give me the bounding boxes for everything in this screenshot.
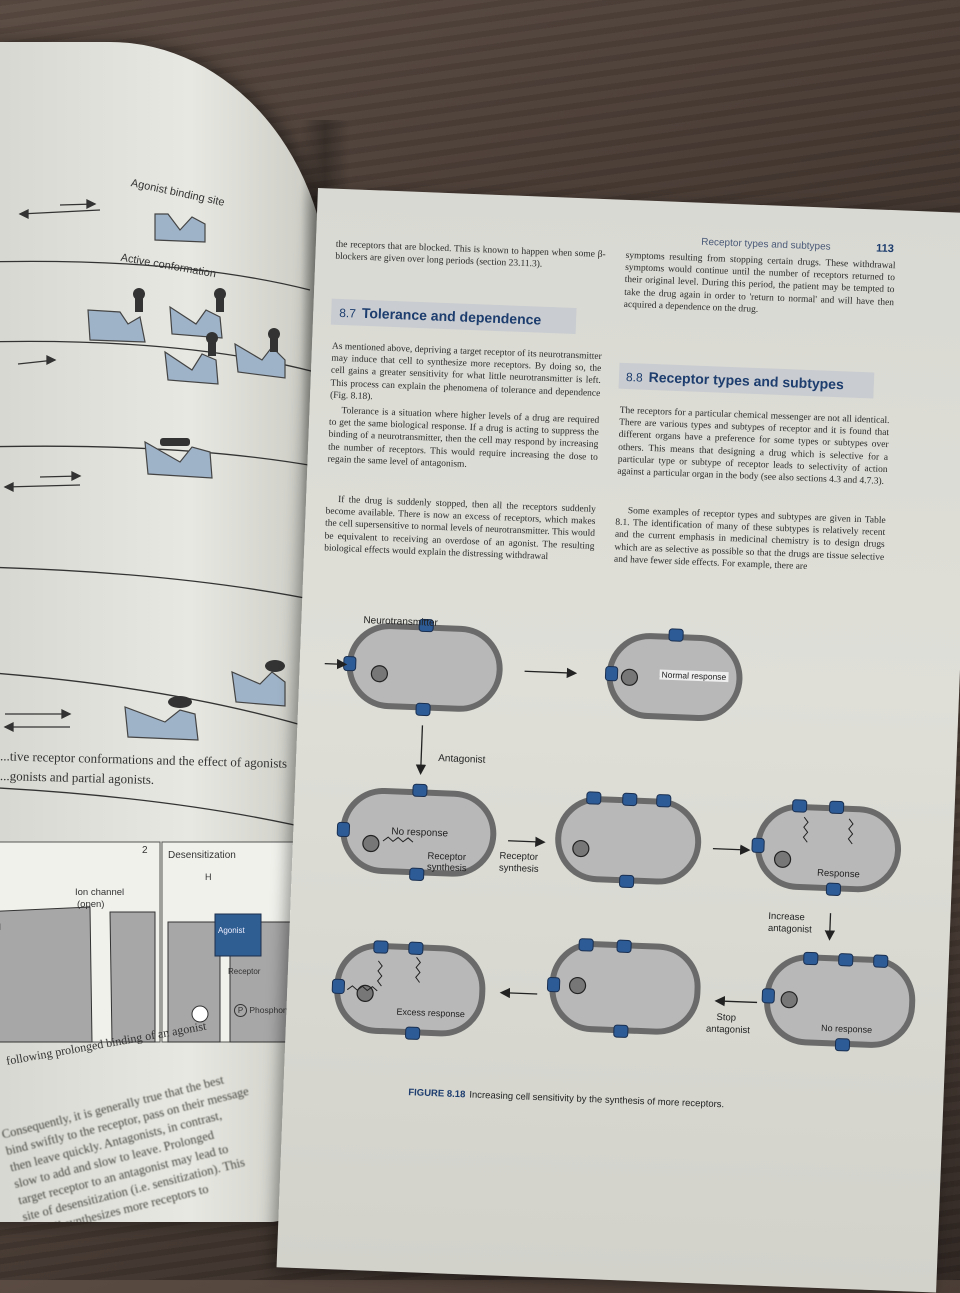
col1-intro: the receptors that are blocked. This is … [335,239,606,270]
response-label: Response [816,867,861,881]
stop-antagonist-label-1: Stop [716,1011,737,1024]
right-page: Receptor types and subtypes 113 the rece… [276,188,960,1293]
receptor-synthesis-arrow-label-2: synthesis [498,862,539,875]
fig-number-label: 2 [142,845,148,856]
separator-line [0,566,326,603]
col1-paragraph-2: Tolerance is a situation where higher le… [327,406,600,470]
receptor-label: Receptor [228,967,261,976]
cell-1 [346,623,503,712]
agonist-markers [133,288,285,708]
stop-antagonist-label-2: antagonist [705,1023,751,1037]
open-label: (open) [77,899,105,910]
section-8-7-number: 8.7 [338,305,357,321]
increase-antagonist-label-2: antagonist [767,922,812,936]
section-8-8-number: 8.8 [625,369,643,385]
col1-paragraph-1: As mentioned above, depriving a target r… [329,341,602,403]
col2-paragraph-1: The receptors for a particular chemical … [617,405,890,487]
increase-antagonist-label-1: Increase [768,910,805,924]
col2-intro: symptoms resulting from stopping certain… [623,250,896,315]
phosphorylation-text: Phosphorylation [249,1005,311,1015]
figure-caption-label: FIGURE 8.18 [408,1087,466,1101]
phosphorylation-label: P Phosphorylation [234,1004,310,1017]
running-head: Receptor types and subtypes [700,236,831,253]
equilibrium-arrows [3,198,101,733]
agonist-label: Agonist [218,926,245,935]
separator-line [0,445,321,468]
left-page-figure [0,198,326,1043]
no-response-label: No response [391,826,449,840]
receptor-synthesis-arrow-label-1: Receptor [499,850,539,863]
page-number: 113 [875,242,895,256]
figure-caption-text: Increasing cell sensitivity by the synth… [469,1089,725,1111]
left-page: Agonist binding site Active conformation… [0,42,330,1222]
antagonist-label: Antagonist [437,753,486,766]
h-label: H [205,872,212,882]
col2-paragraph-2: Some examples of receptor types and subt… [613,506,886,572]
col1-paragraph-3: If the drug is suddenly stopped, then al… [323,495,597,562]
separator-line [0,260,311,291]
ion-channel-label: Ion channel [75,887,125,898]
separator-line [0,672,326,733]
process-arrows [324,658,836,1007]
desensitization-label: Desensitization [168,850,236,861]
receptor-synthesis-inner-label: Receptor synthesis [426,850,467,875]
no-response-2-label: No response [820,1022,873,1035]
nh-label: NH [0,922,1,932]
receptor-shapes [87,213,286,741]
separator-line [0,787,326,833]
figure-8-18 [324,618,916,1052]
p-circle: P [234,1004,247,1017]
cells [334,623,916,1048]
cell-4 [555,796,702,885]
